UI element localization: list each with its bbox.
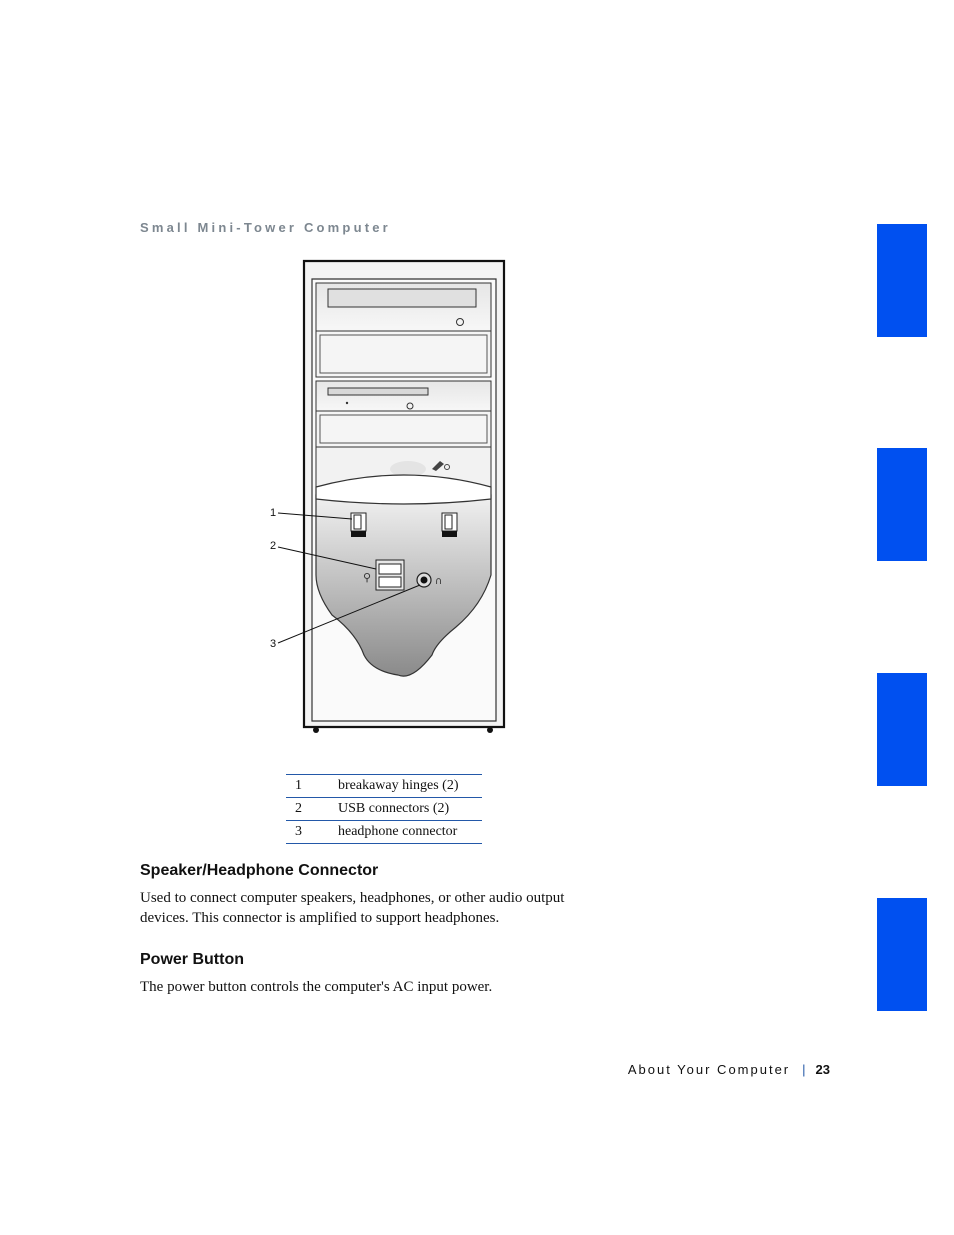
usb-connectors xyxy=(375,559,405,591)
breakaway-hinge xyxy=(350,512,367,537)
callout-leader xyxy=(277,584,421,644)
eject-button xyxy=(456,318,464,326)
foot xyxy=(487,727,493,733)
speaker-headphone-body: Used to connect computer speakers, headp… xyxy=(140,888,620,928)
callout-number: 3 xyxy=(270,638,276,650)
power-button-body: The power button controls the computer's… xyxy=(140,979,493,995)
legend-label: USB connectors (2) xyxy=(338,797,482,821)
table-row: 1 breakaway hinges (2) xyxy=(286,774,482,798)
breakaway-hinge xyxy=(441,512,458,537)
table-row: 2 USB connectors (2) xyxy=(286,797,482,821)
chapter-tab xyxy=(877,448,927,561)
computer-front-illustration: ⚲ ∩ 1 2 3 xyxy=(270,259,506,733)
headphone-icon: ∩ xyxy=(435,576,442,587)
headphone-connector xyxy=(416,572,432,588)
legend-number: 2 xyxy=(286,797,338,821)
chapter-tab xyxy=(877,224,927,337)
legend-label: breakaway hinges (2) xyxy=(338,774,482,798)
speaker-headphone-heading: Speaker/Headphone Connector xyxy=(140,862,379,879)
body-line: devices. This connector is amplified to … xyxy=(140,910,500,926)
floppy-drive-bay xyxy=(315,380,492,412)
legend-label: headphone connector xyxy=(338,820,482,844)
usb-icon: ⚲ xyxy=(363,571,371,584)
empty-drive-bay xyxy=(315,410,492,448)
section-heading: Small Mini-Tower Computer xyxy=(140,220,391,235)
legend-number: 3 xyxy=(286,820,338,844)
floppy-eject-button xyxy=(406,402,414,410)
drive-tray xyxy=(327,288,477,308)
page-footer: About Your Computer | 23 xyxy=(628,1062,830,1077)
foot xyxy=(313,727,319,733)
footer-separator: | xyxy=(802,1062,806,1077)
callout-number: 2 xyxy=(270,540,276,552)
footer-chapter-label: About Your Computer xyxy=(627,1062,791,1077)
chapter-tab xyxy=(877,673,927,786)
power-button xyxy=(390,461,426,477)
callout-leader xyxy=(277,512,353,520)
page-number: 23 xyxy=(815,1062,830,1077)
callout-legend-table: 1 breakaway hinges (2) 2 USB connectors … xyxy=(286,774,482,844)
empty-drive-bay xyxy=(315,330,492,378)
body-line: Used to connect computer speakers, headp… xyxy=(140,890,565,906)
table-row: 3 headphone connector xyxy=(286,820,482,844)
callout-leader xyxy=(277,546,377,570)
callout-number: 1 xyxy=(270,507,276,519)
legend-number: 1 xyxy=(286,774,338,798)
power-button-heading: Power Button xyxy=(140,951,244,968)
chapter-tab xyxy=(877,898,927,1011)
